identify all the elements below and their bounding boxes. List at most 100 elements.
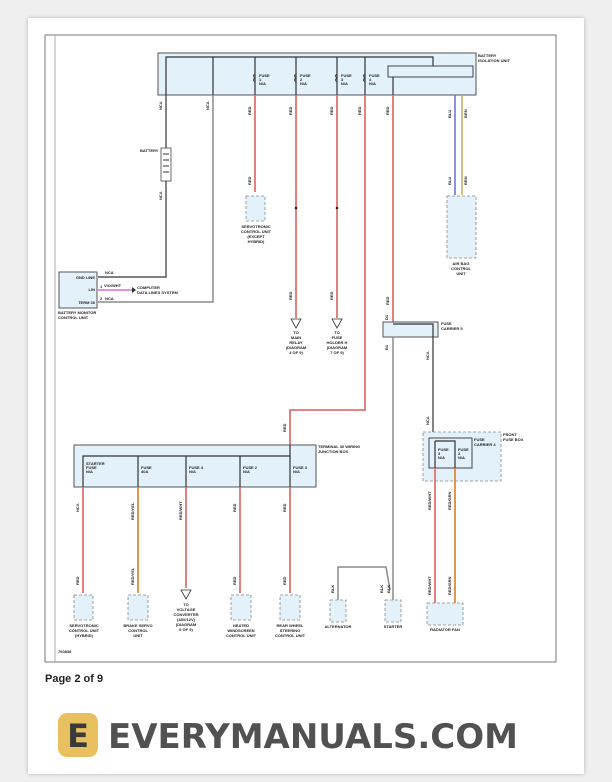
diagram-label: SERVOTRONIC <box>69 623 98 628</box>
diagram-label: N/A <box>341 81 348 86</box>
wire <box>393 323 434 337</box>
diagram-label: CONTROL UNIT <box>226 633 257 638</box>
diagram-label: RED/GRN <box>447 576 452 595</box>
servotronic-except-hybrid-label: SERVOTRONIC CONTROL UNIT (EXCEPT HYBRID) <box>241 224 272 244</box>
diagram-label: D1 <box>384 314 389 320</box>
diagram-label: RED <box>357 106 362 115</box>
diagram-label: (DIAGRAM <box>176 622 197 627</box>
diagram-label: RED <box>282 423 287 432</box>
diagram-label: RED <box>385 296 390 305</box>
diagram-label: (DIAGRAM <box>327 345 348 350</box>
diagram-label: RED/GRN <box>447 491 452 510</box>
wire-red-terminal30 <box>289 95 366 445</box>
diagram-label: 2 <box>458 451 461 456</box>
diagram-shape <box>428 437 473 469</box>
diagram-label: LIN <box>89 287 96 292</box>
diagram-shape <box>335 206 339 210</box>
diagram-label: RED <box>247 176 252 185</box>
diagram-label: NCA <box>425 416 430 425</box>
alternator <box>329 599 347 623</box>
diagram-label: NCA <box>105 296 114 301</box>
diagram-label: RADIATOR FAN <box>430 627 460 632</box>
diagram-label: CONTROL UNIT <box>241 229 272 234</box>
diagram-label: 3 <box>341 77 344 82</box>
diagram-label: TO <box>334 330 339 335</box>
rear-wheel-steering-control-unit <box>279 594 301 621</box>
diagram-label: WINDSCREEN <box>227 628 254 633</box>
diagram-shape <box>160 147 172 182</box>
wire-nca-term30 <box>98 95 214 303</box>
diagram-label: FUSE 3 <box>293 465 308 470</box>
diagram-label: COMPUTER <box>137 285 160 290</box>
diagram-label: CONTROL UNIT <box>58 315 89 320</box>
diagram-label: N/A <box>86 469 93 474</box>
servotronic-control-unit-hybrid <box>73 594 94 621</box>
watermark-logo: E <box>58 713 98 757</box>
to-voltage-converter-label: TO VOLTAGE CONVERTER (48V/12V) (DIAGRAM … <box>173 602 198 632</box>
diagram-label: 7 OF 9) <box>330 350 344 355</box>
to-fuse-holder-h-label: TO FUSE HOLDER H (DIAGRAM 7 OF 9) <box>327 330 348 355</box>
diagram-label: FUSE <box>458 447 469 452</box>
diagram-label: ALTERNATOR <box>325 624 352 629</box>
diagram-label: UNIT <box>133 633 143 638</box>
diagram-label: RED <box>75 576 80 585</box>
diagram-label: (48V/12V) <box>177 617 196 622</box>
diagram-label: 4 <box>369 77 372 82</box>
diagram-label: FUSE <box>259 73 270 78</box>
diagram-shape <box>294 73 297 83</box>
diagram-shape <box>58 271 98 309</box>
brake-servo-control-unit <box>127 594 149 621</box>
diagram-label: TO <box>293 330 298 335</box>
diagram-label: MAIN <box>291 335 301 340</box>
diagram-label: 3 <box>438 451 441 456</box>
diagram-label: RED/WHT <box>427 576 432 595</box>
diagram-label: RED/YEL <box>130 567 135 585</box>
fuse-carrier-5: FUSE CARRIER 5 D1 B1 <box>382 314 463 350</box>
diagram-label: 2 <box>300 77 303 82</box>
terminal-30-junction-box: TERMINAL 30 WIRING JUNCTION BOX STARTER … <box>73 444 360 488</box>
diagram-label: (HYBRID) <box>75 633 94 638</box>
diagram-label: 40A <box>141 469 148 474</box>
diagram-label: VOLTAGE <box>177 607 196 612</box>
diagram-frame <box>44 34 557 663</box>
diagram-label: TO <box>183 602 188 607</box>
diagram-shape <box>387 65 474 78</box>
diagram-label: N/A <box>293 469 300 474</box>
diagram-label: BLK <box>330 585 335 593</box>
diagram-label: CARRIER 5 <box>441 326 463 331</box>
diagram-label: BLU <box>447 110 452 118</box>
diagram-label: (EXCEPT <box>247 234 265 239</box>
diagram-label: BRN <box>463 176 468 185</box>
page-number: Page 2 of 9 <box>45 673 104 685</box>
diagram-label: 2 <box>100 296 103 301</box>
to-main-relay-label: TO MAIN RELAY (DIAGRAM 4 OF 9) <box>286 330 307 355</box>
diagram-shape <box>253 73 256 83</box>
connector-arrow-icon <box>180 589 192 600</box>
diagram-label: RED <box>282 576 287 585</box>
diagram-shape <box>363 73 366 83</box>
diagram-shape <box>335 73 338 83</box>
diagram-label: RED <box>282 503 287 512</box>
diagram-label: FUSE <box>369 73 380 78</box>
diagram-label: N/A <box>243 469 250 474</box>
diagram-label: N/A <box>189 469 196 474</box>
diagram-label: N/A <box>438 455 445 460</box>
diagram-shape <box>382 321 439 338</box>
watermark: E EVERYMANUALS.COM <box>58 713 518 757</box>
diagram-label: HYBRID) <box>248 239 265 244</box>
diagram-label: BRAKE SERVO <box>123 623 152 628</box>
diagram-label: RELAY <box>289 340 303 345</box>
battery-monitor-control-unit: GND LINE LIN TERM 30 1 2 BATTERY MONITOR… <box>58 271 103 320</box>
diagram-label: FUSE <box>300 73 311 78</box>
diagram-label: FUSE 2 <box>243 465 258 470</box>
front-fuse-box: FUSE CARRIER 4 FRONT FUSE BOX FUSE 3 N/A… <box>422 431 524 482</box>
diagram-label: CONVERTER <box>173 612 198 617</box>
diagram-shape <box>58 713 98 757</box>
diagram-label: RED <box>288 291 293 300</box>
diagram-label: CONTROL <box>451 266 471 271</box>
diagram-label: NCA <box>158 101 163 110</box>
diagram-label: B1 <box>384 344 389 350</box>
wire <box>165 56 434 95</box>
